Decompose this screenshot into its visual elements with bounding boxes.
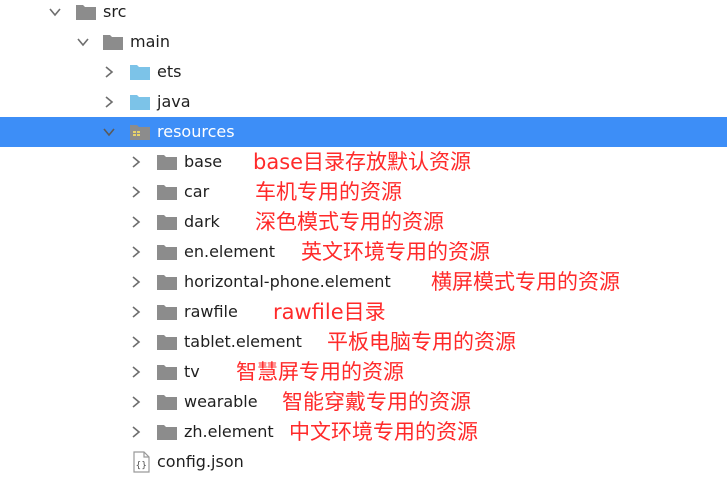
annotation-text: 英文环境专用的资源 <box>301 240 490 264</box>
tree-row-label: zh.element <box>184 422 274 441</box>
tree-row-label: resources <box>157 122 235 141</box>
chevron-right-icon[interactable] <box>129 327 143 357</box>
folder-icon <box>156 333 178 351</box>
folder-icon <box>156 393 178 411</box>
tree-row-tv[interactable]: tv 智慧屏专用的资源 <box>0 357 727 387</box>
annotation-text: 平板电脑专用的资源 <box>327 330 516 354</box>
tree-row-wearable[interactable]: wearable 智能穿戴专用的资源 <box>0 387 727 417</box>
tree-row-label: java <box>157 92 191 111</box>
tree-row-label: base <box>184 152 223 171</box>
tree-row-java[interactable]: java <box>0 87 727 117</box>
tree-row-car[interactable]: car 车机专用的资源 <box>0 177 727 207</box>
chevron-right-icon[interactable] <box>129 387 143 417</box>
folder-icon <box>156 243 178 261</box>
folder-icon <box>156 303 178 321</box>
folder-icon <box>156 363 178 381</box>
folder-icon <box>156 213 178 231</box>
tree-row-ets[interactable]: ets <box>0 57 727 87</box>
annotation-text: rawfile目录 <box>273 300 386 324</box>
annotation-text: 中文环境专用的资源 <box>289 420 478 444</box>
tree-row-label: dark <box>184 212 220 231</box>
chevron-right-icon[interactable] <box>129 357 143 387</box>
chevron-down-icon[interactable] <box>102 117 116 147</box>
tree-row-label: car <box>184 182 210 201</box>
folder-icon <box>156 153 178 171</box>
tree-row-horizontal-phone-element[interactable]: horizontal-phone.element 横屏模式专用的资源 <box>0 267 727 297</box>
tree-row-config-json[interactable]: {} config.json <box>0 447 727 477</box>
tree-row-label: tv <box>184 362 200 381</box>
tree-row-label: horizontal-phone.element <box>184 272 391 291</box>
chevron-right-icon[interactable] <box>129 237 143 267</box>
json-file-icon: {} <box>131 451 151 473</box>
chevron-right-icon[interactable] <box>102 87 116 117</box>
annotation-text: 智慧屏专用的资源 <box>236 360 404 384</box>
tree-row-label: ets <box>157 62 182 81</box>
tree-row-main[interactable]: main <box>0 27 727 57</box>
chevron-right-icon[interactable] <box>129 177 143 207</box>
tree-row-label: en.element <box>184 242 276 261</box>
tree-row-label: wearable <box>184 392 258 411</box>
annotation-text: base目录存放默认资源 <box>253 150 472 174</box>
chevron-right-icon[interactable] <box>129 417 143 447</box>
tree-row-src[interactable]: src <box>0 0 727 27</box>
svg-text:{}: {} <box>136 461 147 471</box>
tree-row-label: main <box>130 32 170 51</box>
source-folder-icon <box>129 63 151 81</box>
resources-folder-icon <box>129 123 151 141</box>
annotation-text: 车机专用的资源 <box>255 180 402 204</box>
tree-row-tablet-element[interactable]: tablet.element 平板电脑专用的资源 <box>0 327 727 357</box>
tree-row-rawfile[interactable]: rawfile rawfile目录 <box>0 297 727 327</box>
tree-row-label: tablet.element <box>184 332 302 351</box>
tree-row-resources[interactable]: resources <box>0 117 727 147</box>
tree-row-base[interactable]: base base目录存放默认资源 <box>0 147 727 177</box>
folder-icon <box>156 423 178 441</box>
tree-row-label: rawfile <box>184 302 238 321</box>
tree-row-dark[interactable]: dark 深色模式专用的资源 <box>0 207 727 237</box>
tree-row-en-element[interactable]: en.element 英文环境专用的资源 <box>0 237 727 267</box>
folder-icon <box>75 3 97 21</box>
annotation-text: 智能穿戴专用的资源 <box>282 390 471 414</box>
tree-row-label: src <box>103 2 127 21</box>
chevron-right-icon[interactable] <box>129 297 143 327</box>
source-folder-icon <box>129 93 151 111</box>
annotation-text: 深色模式专用的资源 <box>255 210 444 234</box>
chevron-down-icon[interactable] <box>76 27 90 57</box>
chevron-down-icon[interactable] <box>48 0 62 27</box>
folder-icon <box>102 33 124 51</box>
folder-icon <box>156 273 178 291</box>
tree-row-zh-element[interactable]: zh.element 中文环境专用的资源 <box>0 417 727 447</box>
chevron-right-icon[interactable] <box>129 267 143 297</box>
folder-icon <box>156 183 178 201</box>
chevron-right-icon[interactable] <box>129 147 143 177</box>
annotation-text: 横屏模式专用的资源 <box>431 270 620 294</box>
chevron-right-icon[interactable] <box>129 207 143 237</box>
tree-row-label: config.json <box>157 452 244 471</box>
chevron-right-icon[interactable] <box>102 57 116 87</box>
